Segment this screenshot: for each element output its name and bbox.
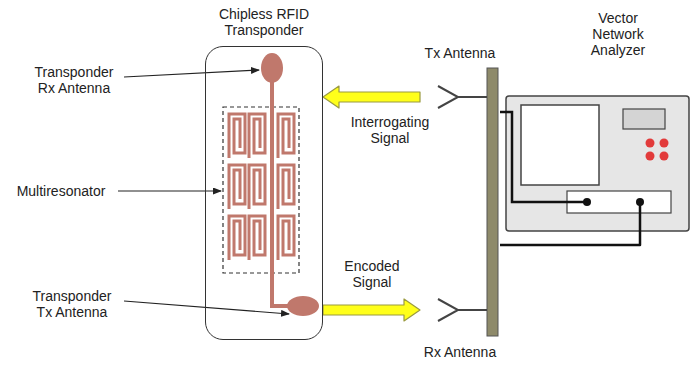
node-heading: Rx Antenna [420, 344, 500, 360]
antenna-symbol [438, 299, 487, 321]
spiral-resonator [249, 165, 265, 209]
analyzer-button [646, 139, 655, 148]
signal-label: Encoded Signal [326, 258, 418, 290]
analyzer-body [505, 95, 690, 232]
antenna-mast [487, 68, 498, 336]
transponder-outline [205, 46, 323, 340]
spiral-resonator [249, 114, 265, 158]
spiral-resonator [229, 165, 245, 209]
part-label: Transponder Rx Antenna [24, 64, 124, 96]
spiral-resonator [229, 216, 245, 260]
spiral-resonator [278, 165, 294, 209]
analyzer-port [583, 198, 591, 206]
spiral-resonators [229, 114, 294, 260]
analyzer-button [660, 139, 669, 148]
tx-patch-antenna [287, 296, 319, 316]
spiral-resonator [229, 114, 245, 158]
part-label: Transponder Tx Antenna [22, 288, 122, 320]
antenna-symbol [420, 75, 500, 117]
analyzer-button [646, 152, 655, 161]
node-heading: Vector Network Analyzer [578, 10, 658, 58]
analyzer-case [506, 96, 689, 231]
analyzer-port [636, 198, 644, 206]
leader-line [124, 301, 289, 314]
signal-label: Interrogating Signal [344, 114, 436, 146]
tx-antenna: Tx Antenna [420, 45, 500, 117]
internal-cable [505, 112, 640, 232]
analyzer-button [660, 152, 669, 161]
coax-cable [500, 232, 640, 245]
spiral-resonator [278, 114, 294, 158]
antenna-symbol [438, 86, 487, 108]
spiral-resonator [249, 216, 265, 260]
analyzer-screen [521, 105, 599, 185]
leader-line [124, 70, 259, 77]
rx-antenna: Rx Antenna [420, 240, 500, 362]
node-heading: Tx Antenna [420, 45, 500, 61]
node-heading: Chipless RFID Transponder [205, 6, 323, 38]
transponder-box: Chipless RFID Transponder [205, 6, 323, 340]
rx-patch-antenna [261, 53, 283, 83]
analyzer-display [623, 109, 665, 129]
network-analyzer: Vector Network Analyzer [505, 10, 690, 232]
part-label: Multiresonator [4, 183, 118, 199]
signal-arrow [323, 86, 420, 108]
multiresonator-outline [223, 107, 299, 273]
spiral-resonator [278, 216, 294, 260]
coax-cable [500, 111, 505, 114]
feed-line [272, 80, 290, 306]
antenna-symbol [420, 290, 500, 332]
signal-arrow [323, 299, 420, 321]
